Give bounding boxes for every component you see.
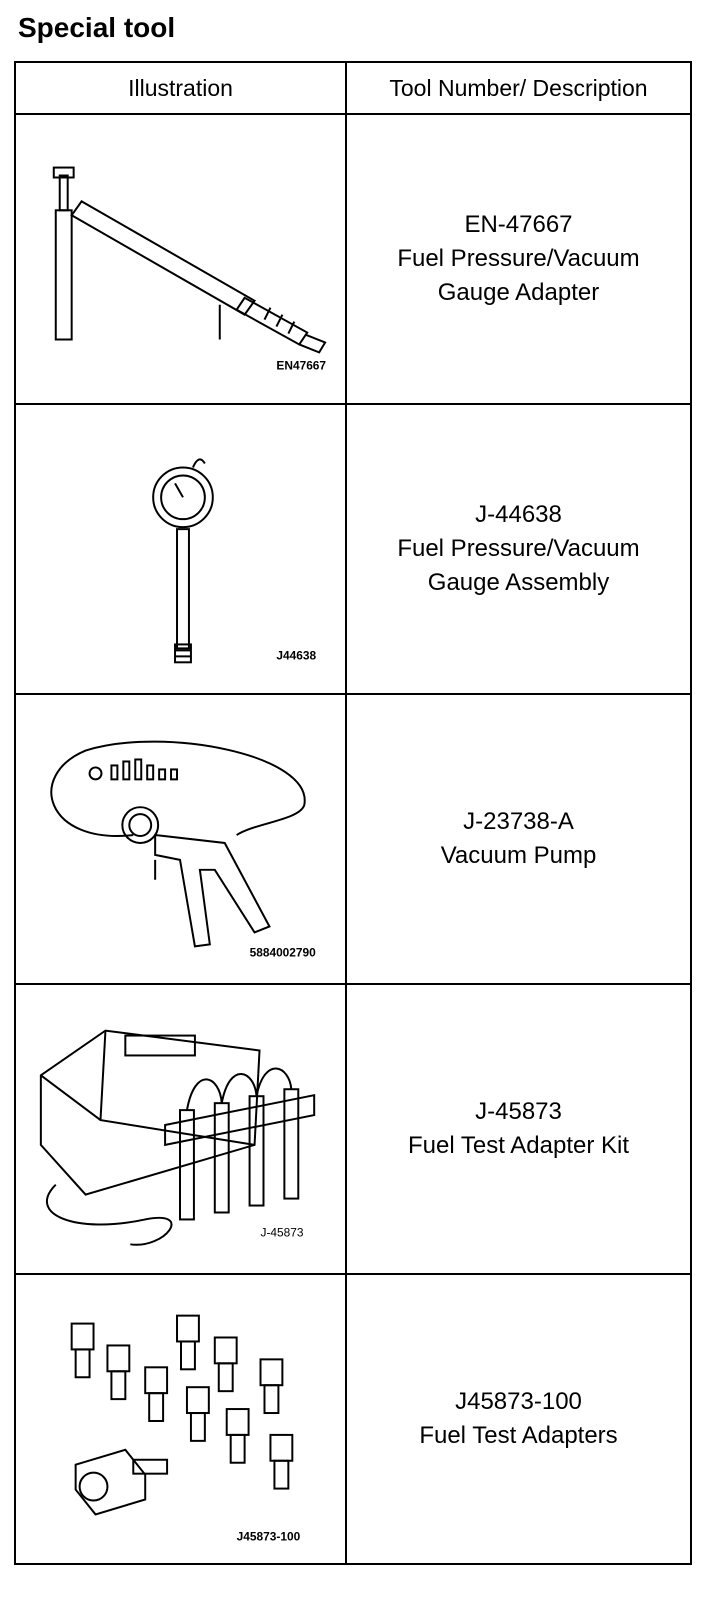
tool-description-cell: EN-47667 Fuel Pressure/Vacuum Gauge Adap… [345, 113, 692, 405]
tool-description-line-2: Gauge Adapter [437, 279, 600, 306]
figure-label: 5884002790 [250, 945, 317, 959]
table-row: 5884002790 J-23738-A Vacuum Pump [14, 693, 692, 985]
illustration-cell: J45873-100 [14, 1273, 347, 1565]
table-row: J45873-100 J45873-100 Fuel Test Adapters [14, 1273, 692, 1565]
fuel-test-adapter-kit-icon: J-45873 [39, 1029, 316, 1246]
illustration-cell: 5884002790 [14, 693, 347, 985]
tool-description-line-1: Fuel Pressure/Vacuum [397, 535, 640, 562]
tool-description-line-2: Gauge Assembly [427, 569, 610, 596]
table-row: EN47667 EN-47667 Fuel Pressure/Vacuum Ga… [14, 113, 692, 405]
tool-description-cell: J-45873 Fuel Test Adapter Kit [345, 983, 692, 1275]
fuel-pressure-vacuum-gauge-adapter-icon: EN47667 [52, 166, 327, 372]
tool-description-line-1: Fuel Test Adapters [419, 1422, 618, 1449]
illustration-cell: J-45873 [14, 983, 347, 1275]
illustration-cell: J44638 [14, 403, 347, 695]
pressure-gauge-assembly-icon: J44638 [152, 458, 317, 664]
tool-number: J-23738-A [463, 808, 574, 835]
page-title: Special tool [18, 12, 176, 43]
illustration-cell: EN47667 [14, 113, 347, 405]
header-illustration: Illustration [14, 61, 347, 115]
tool-description-line-1: Fuel Test Adapter Kit [407, 1132, 629, 1159]
tool-number: EN-47667 [464, 211, 573, 238]
header-tool-number-description: Tool Number/ Description [345, 61, 692, 115]
tool-number: J-45873 [475, 1098, 562, 1125]
tool-description-cell: J45873-100 Fuel Test Adapters [345, 1273, 692, 1565]
tool-description-line-1: Fuel Pressure/Vacuum [397, 245, 640, 272]
vacuum-pump-icon: 5884002790 [50, 740, 317, 959]
tool-description-cell: J-23738-A Vacuum Pump [345, 693, 692, 985]
fuel-test-adapters-icon: J45873-100 [70, 1314, 301, 1543]
table-row: J44638 J-44638 Fuel Pressure/Vacuum Gaug… [14, 403, 692, 695]
tool-description-line-1: Vacuum Pump [440, 842, 597, 869]
tool-number: J45873-100 [455, 1388, 582, 1415]
table-row: J-45873 J-45873 Fuel Test Adapter Kit [14, 983, 692, 1275]
figure-label: J45873-100 [237, 1529, 301, 1543]
figure-label: J44638 [276, 648, 316, 662]
tool-number: J-44638 [475, 501, 562, 528]
figure-label: EN47667 [276, 358, 326, 372]
table-header-row: Illustration Tool Number/ Description [14, 61, 692, 115]
figure-label: J-45873 [261, 1225, 304, 1239]
tool-description-cell: J-44638 Fuel Pressure/Vacuum Gauge Assem… [345, 403, 692, 695]
special-tool-table: Illustration Tool Number/ Description [14, 61, 692, 1565]
